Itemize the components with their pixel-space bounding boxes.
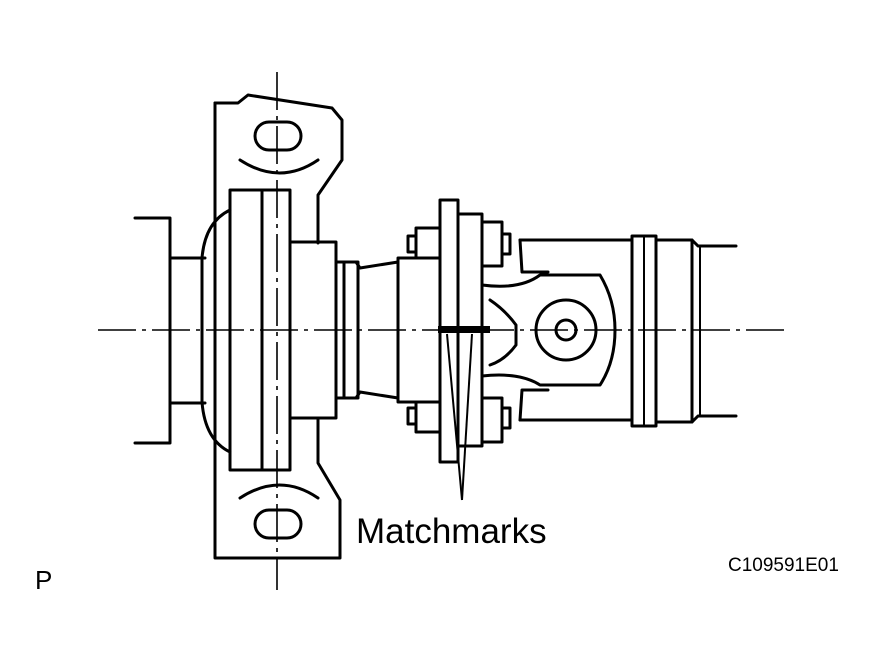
matchmark-bar [438, 326, 490, 333]
universal-joint [480, 238, 634, 422]
figure-code: C109591E01 [728, 555, 839, 576]
matchmark-leader-lines [446, 333, 473, 501]
lower-mounting-slot [253, 508, 303, 540]
spider-cap [534, 298, 598, 362]
bearing-housing [200, 188, 338, 472]
view-letter: P [35, 565, 53, 595]
upper-mounting-slot [253, 120, 303, 152]
right-shaft [630, 234, 738, 428]
left-shaft [133, 216, 207, 445]
matchmarks-label: Matchmarks [356, 512, 547, 551]
center-bearing-bracket [213, 93, 344, 560]
